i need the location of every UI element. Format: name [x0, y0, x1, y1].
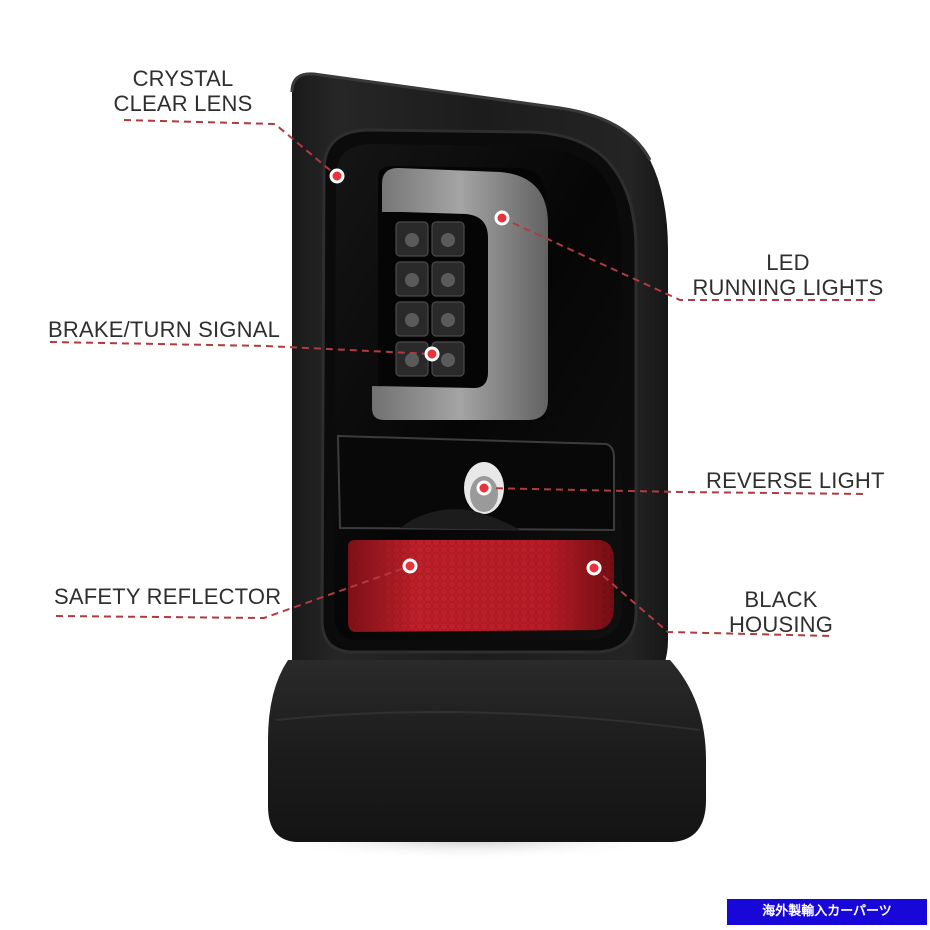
callout-line-2: HOUSING: [728, 612, 834, 637]
callout-line-1: CRYSTAL: [132, 66, 234, 91]
callout-dot-housing: [586, 560, 602, 576]
callout-line-2: CLEAR LENS: [113, 91, 253, 116]
callout-dot-led: [494, 210, 510, 226]
callout-line-2: RUNNING LIGHTS: [692, 275, 884, 300]
callout-brake-turn-signal: BRAKE/TURN SIGNAL: [48, 317, 281, 342]
callout-led-running-lights: LED RUNNING LIGHTS: [690, 250, 886, 300]
callout-dot-brake: [424, 346, 440, 362]
callout-line-1: BLACK: [744, 587, 818, 612]
callout-safety-reflector: SAFETY REFLECTOR: [54, 584, 282, 609]
import-parts-badge: 海外製輸入カーパーツ: [727, 899, 927, 925]
callout-dot-reflector: [402, 558, 418, 574]
callout-reverse-light: REVERSE LIGHT: [706, 468, 885, 493]
callout-dot-lens: [329, 168, 345, 184]
callout-crystal-clear-lens: CRYSTAL CLEAR LENS: [108, 66, 258, 116]
callout-line-1: LED: [766, 250, 810, 275]
callout-black-housing: BLACK HOUSING: [726, 587, 836, 637]
callout-dot-reverse: [476, 480, 492, 496]
